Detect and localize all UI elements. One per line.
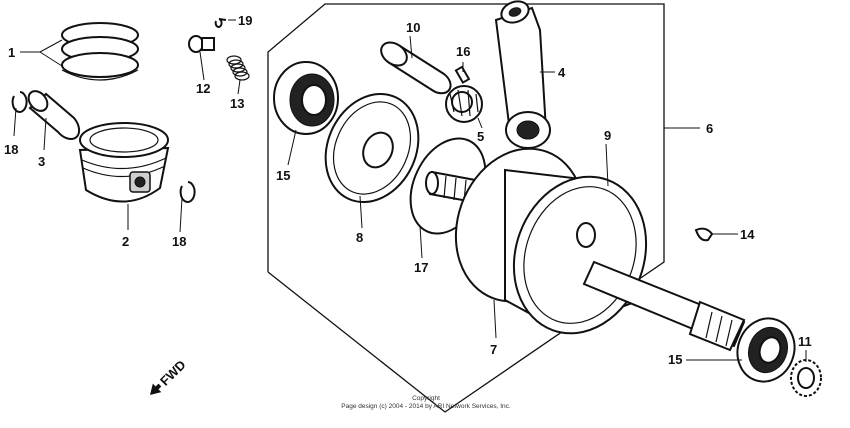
callout-19: 19 bbox=[238, 13, 252, 28]
callout-4: 4 bbox=[558, 65, 566, 80]
needle-bearing[interactable] bbox=[445, 85, 483, 123]
forward-arrow-icon bbox=[150, 383, 162, 395]
callout-9: 9 bbox=[604, 128, 611, 143]
callout-6: 6 bbox=[706, 121, 713, 136]
piston-pin[interactable] bbox=[25, 87, 81, 140]
tensioner-spring[interactable] bbox=[226, 55, 250, 81]
callout-15-top: 15 bbox=[276, 168, 290, 183]
tensioner-bolt[interactable] bbox=[188, 35, 215, 53]
callout-16: 16 bbox=[456, 44, 470, 59]
oil-seal-plate[interactable] bbox=[308, 79, 435, 218]
callout-8: 8 bbox=[356, 230, 363, 245]
callout-12: 12 bbox=[196, 81, 210, 96]
leader-lines bbox=[13, 19, 807, 362]
callout-1: 1 bbox=[8, 45, 15, 60]
callout-10: 10 bbox=[406, 20, 420, 35]
crankshaft-nut[interactable] bbox=[790, 359, 822, 397]
crankshaft-bearing-left[interactable] bbox=[273, 61, 339, 135]
copyright-line-1: Copyright bbox=[412, 395, 440, 402]
forward-direction-indicator: FWD bbox=[150, 357, 189, 395]
piston-pin-clip-left[interactable] bbox=[11, 91, 28, 113]
cotter-pin[interactable] bbox=[214, 18, 227, 28]
callout-17: 17 bbox=[414, 260, 428, 275]
dowel-pin[interactable] bbox=[454, 65, 471, 84]
callout-18a: 18 bbox=[4, 142, 18, 157]
crank-pin[interactable] bbox=[377, 38, 452, 95]
callout-11: 11 bbox=[798, 334, 812, 349]
callout-3: 3 bbox=[38, 154, 45, 169]
forward-label: FWD bbox=[157, 357, 189, 389]
piston[interactable] bbox=[78, 122, 170, 203]
callout-5: 5 bbox=[477, 129, 484, 144]
copyright-line-2: Page design (c) 2004 - 2014 by ARI Netwo… bbox=[341, 403, 511, 410]
connecting-rod[interactable] bbox=[494, 0, 551, 149]
callout-7: 7 bbox=[490, 342, 497, 357]
piston-pin-clip-right[interactable] bbox=[179, 181, 196, 203]
woodruff-key[interactable] bbox=[694, 227, 714, 242]
piston-rings[interactable] bbox=[61, 22, 139, 81]
crankshaft-assembly[interactable] bbox=[425, 130, 746, 352]
callout-15-bottom: 15 bbox=[668, 352, 682, 367]
group-frame bbox=[267, 3, 665, 413]
callout-13: 13 bbox=[230, 96, 244, 111]
callout-2: 2 bbox=[122, 234, 129, 249]
callout-18b: 18 bbox=[172, 234, 186, 249]
crankshaft-bearing-right[interactable] bbox=[729, 310, 804, 389]
callout-14: 14 bbox=[740, 227, 755, 242]
